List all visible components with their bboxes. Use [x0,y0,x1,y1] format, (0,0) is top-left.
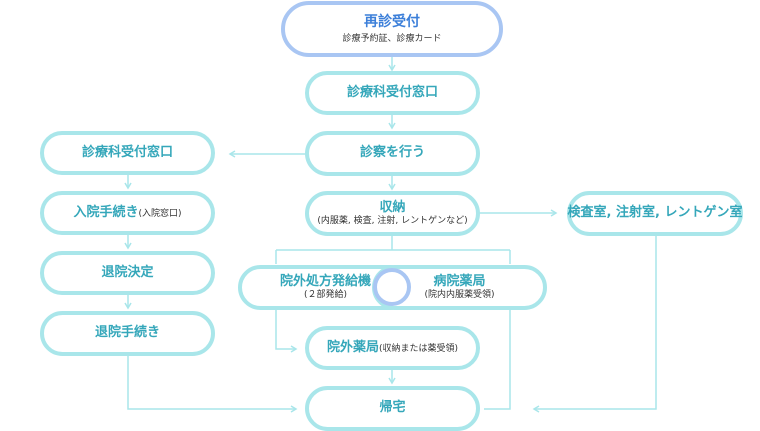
node-discharge-procedure: 退院手続き [40,311,215,356]
node-admission-title: 入院手続き [73,204,139,220]
node-hospital-pharmacy-sub: (院内内服薬受領) [424,289,495,300]
connector-exam-rooms-to-home [532,236,657,413]
node-home-title: 帰宅 [379,400,406,416]
node-payment-sub: (内服薬, 検査, 注射, レントゲンなど) [317,215,468,226]
connector-hospital-pharmacy-to-home [484,310,511,410]
node-discharge-decision: 退院決定 [40,251,215,295]
node-outside-machine-sub: (２部発給) [303,289,348,300]
node-admission-sub: (入院窓口) [138,208,182,219]
node-left-dept-window-title: 診療科受付窓口 [81,144,173,160]
node-left-dept-window: 診療科受付窓口 [40,131,215,175]
connector-machine-to-outside-pharmacy [275,310,298,353]
node-discharge-decision-title: 退院決定 [101,264,154,280]
node-home: 帰宅 [305,386,480,431]
node-exam-rooms-title: 検査室, 注射室, レントゲン室 [567,205,743,221]
connector-procedure-to-home [127,356,298,413]
node-payment: 収納 (内服薬, 検査, 注射, レントゲンなど) [305,191,480,236]
node-exam-rooms: 検査室, 注射室, レントゲン室 [567,191,743,236]
node-outside-pharmacy-title: 院外薬局 [326,339,379,355]
node-admission: 入院手続き (入院窓口) [40,191,215,235]
node-outside-machine-title: 院外処方発給機 [279,273,371,289]
node-dept-window-title: 診療科受付窓口 [346,84,438,100]
node-outside-pharmacy-sub: (収納または薬受領) [378,343,459,354]
node-examination: 診察を行う [305,131,480,176]
node-revisit-title: 再診受付 [364,13,420,30]
node-discharge-procedure-title: 退院手続き [94,325,160,341]
node-outside-pharmacy: 院外薬局 (収納または薬受領) [305,326,480,370]
node-dept-window: 診療科受付窓口 [305,71,480,115]
node-revisit: 再診受付 診療予約証、診療カード [281,1,503,57]
overlap-ring [373,268,411,306]
node-examination-title: 診察を行う [359,145,425,161]
node-revisit-sub: 診療予約証、診療カード [342,33,442,44]
node-hospital-pharmacy-title: 病院薬局 [433,273,486,289]
node-payment-title: 収納 [379,199,406,215]
